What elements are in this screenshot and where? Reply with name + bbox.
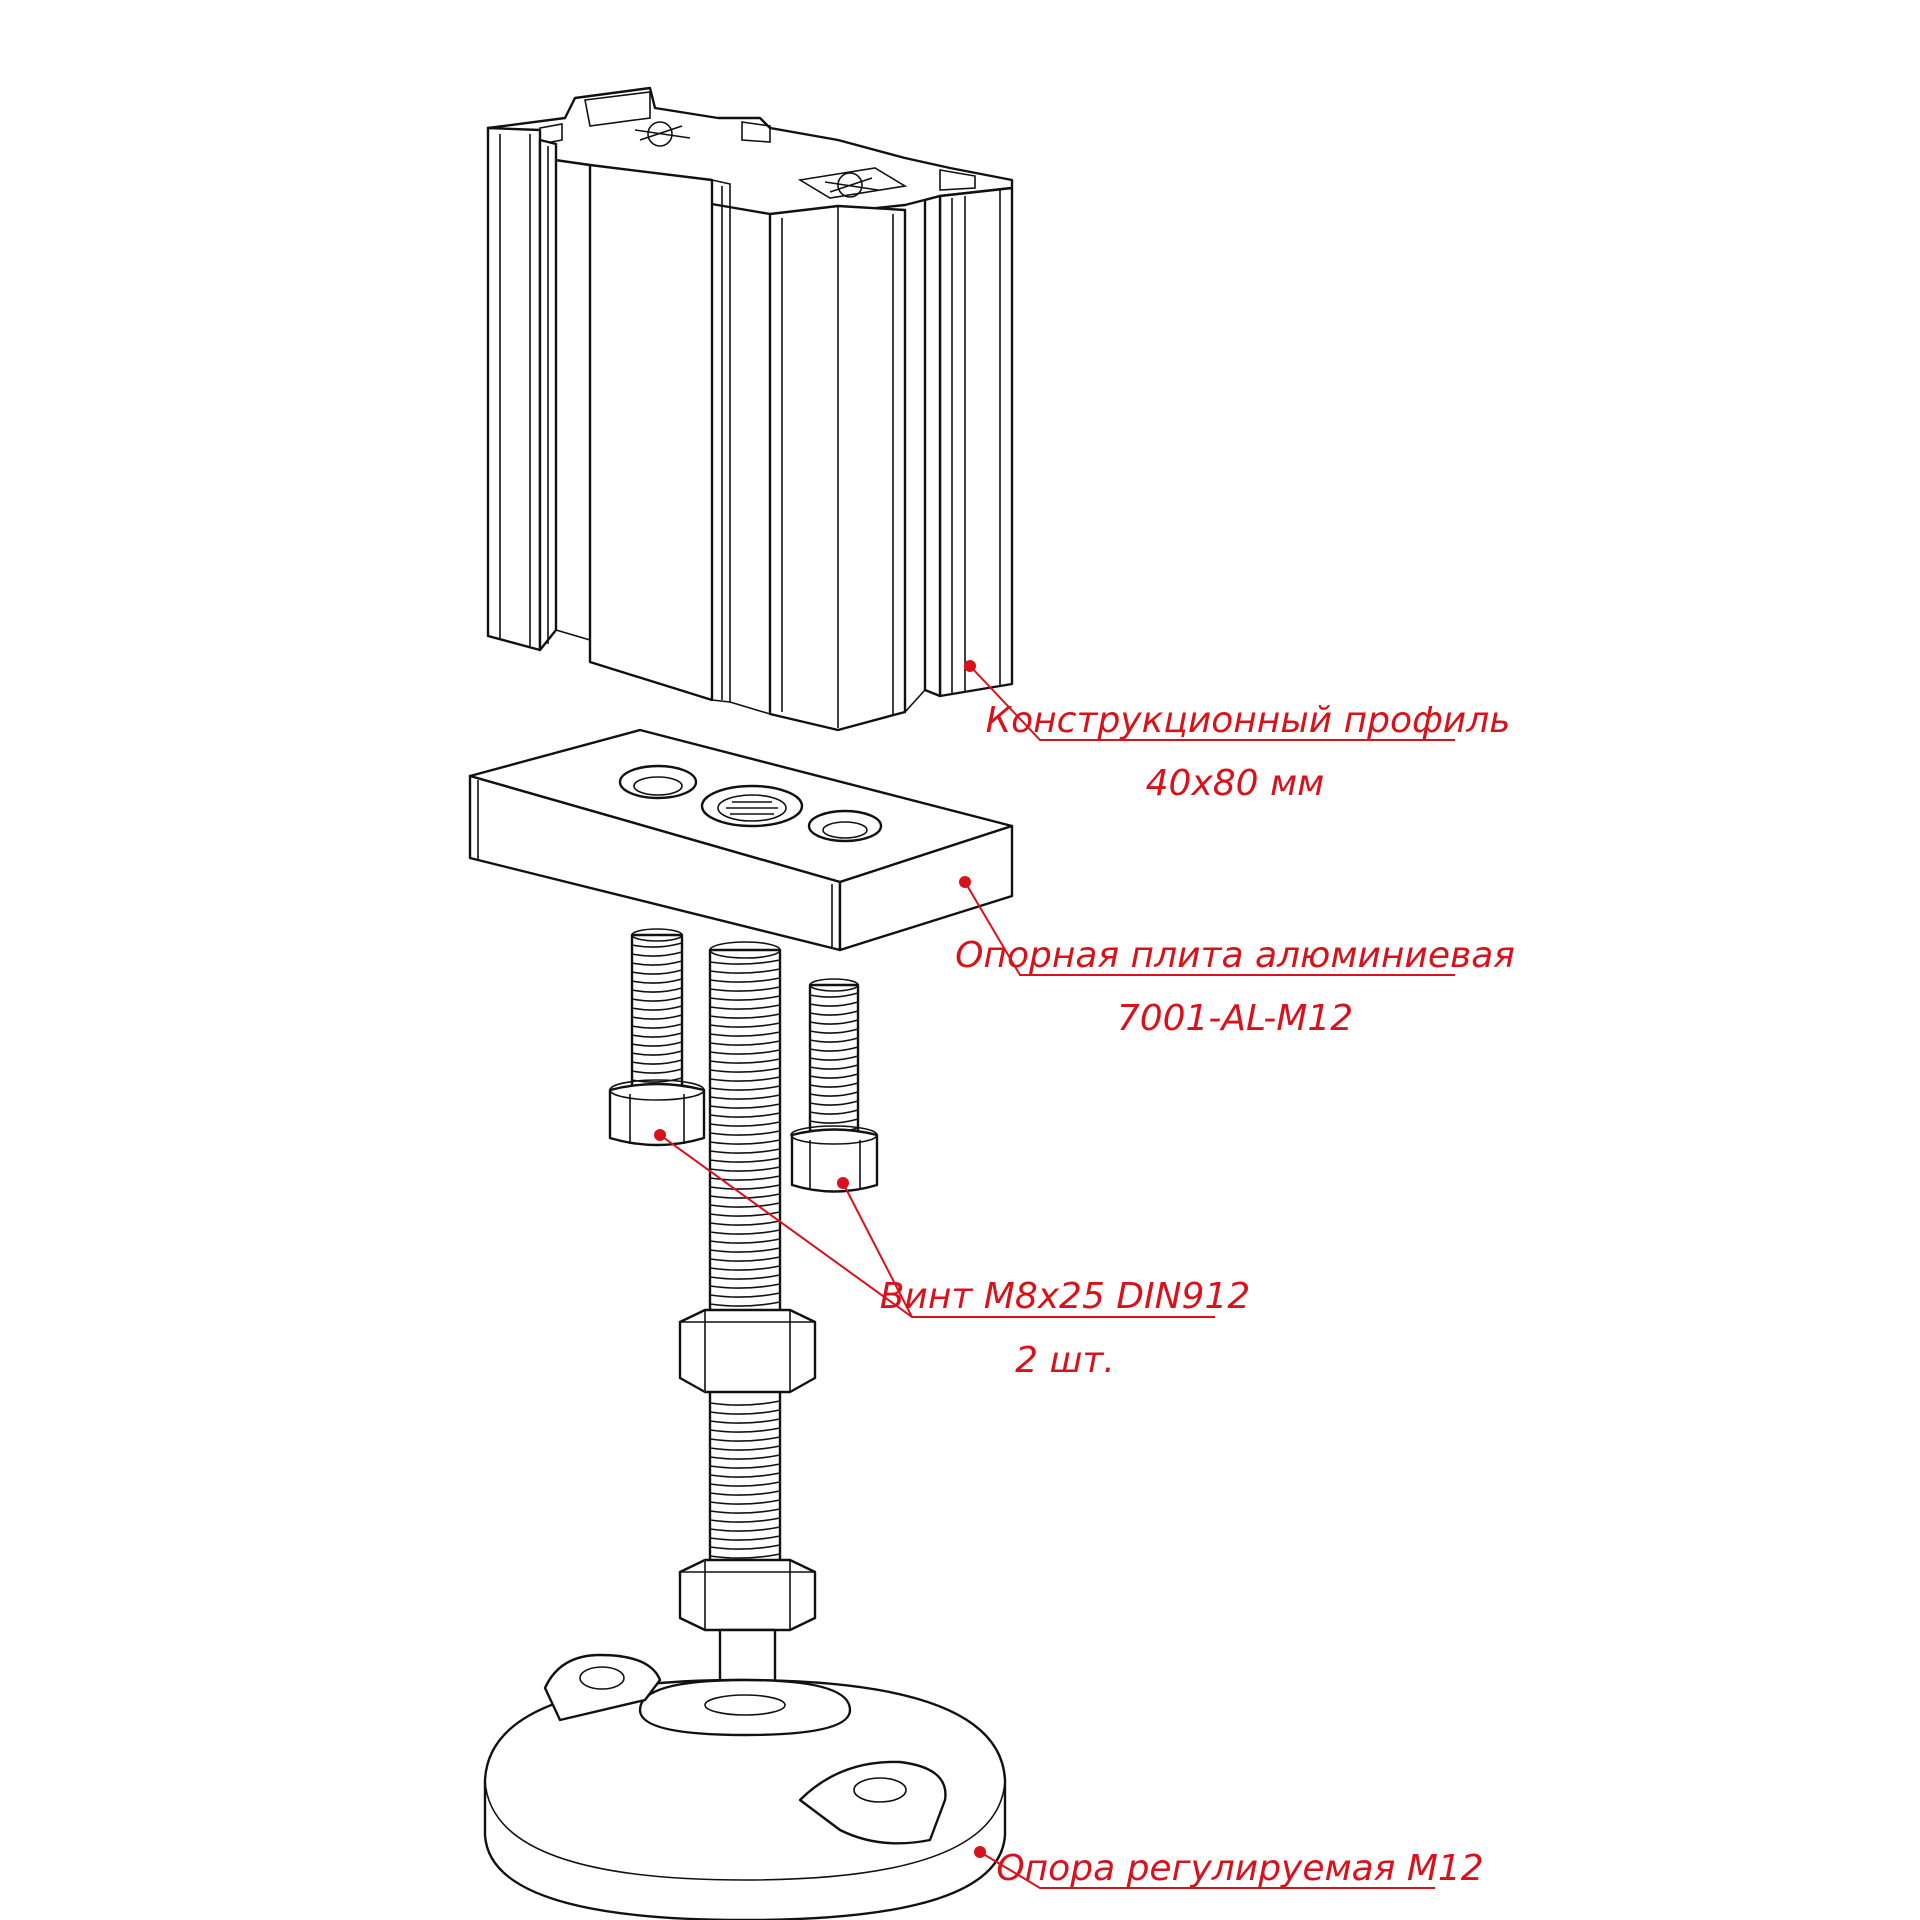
callout-foot: Опора регулируемая М12 (974, 1846, 1484, 1889)
callout-plate-leader (964, 881, 1455, 976)
callout-profile-line2: 40x80 мм (1146, 763, 1325, 804)
callout-profile-leader (969, 665, 1455, 741)
callout-screw-line2: 2 шт. (1015, 1340, 1115, 1381)
adjustable-foot (483, 941, 1007, 1920)
callout-screw-line1: Винт М8х25 DIN912 (880, 1276, 1251, 1317)
callout-plate: Опорная плита алюминиевая 7001-AL-M12 (955, 876, 1515, 1039)
callout-plate-line2: 7001-AL-M12 (1117, 998, 1353, 1039)
callout-profile-line1: Конструкционный профиль (986, 700, 1511, 741)
callout-foot-line1: Опора регулируемая М12 (996, 1848, 1483, 1889)
screw-left (608, 928, 706, 1147)
screw-right (790, 978, 879, 1193)
support-plate (468, 728, 1014, 952)
aluminium-profile (486, 86, 1014, 732)
callout-screw-leader (659, 1134, 1215, 1318)
callout-profile: Конструкционный профиль 40x80 мм (964, 660, 1510, 804)
callout-screw: Винт М8х25 DIN912 2 шт. (654, 1129, 1250, 1381)
callout-plate-line1: Опорная плита алюминиевая (955, 935, 1515, 976)
callout-foot-leader (979, 1851, 1435, 1889)
